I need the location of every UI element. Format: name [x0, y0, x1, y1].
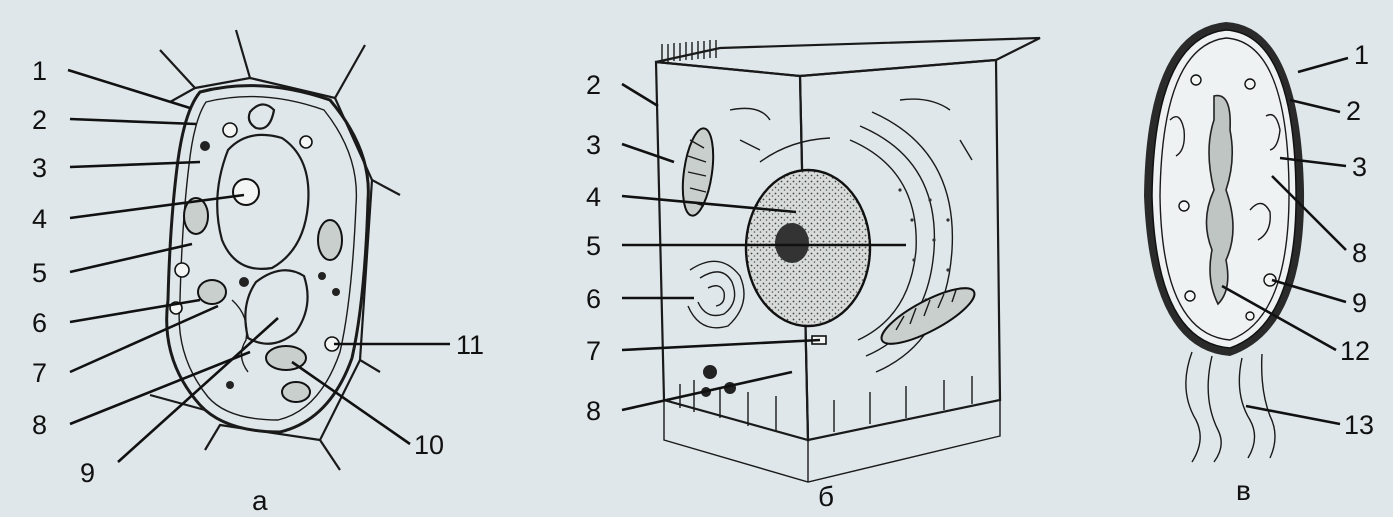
label-b-6: 6: [586, 284, 601, 314]
lead-a-7: [69, 304, 219, 374]
lead-c-3: [1279, 156, 1347, 168]
label-a-11: 11: [456, 330, 484, 360]
plant-vacuole: [244, 269, 309, 345]
caption-b: б: [818, 481, 834, 512]
plant-chloroplast-3: [197, 279, 227, 305]
caption-c: в: [1236, 475, 1251, 506]
label-a-9: 9: [80, 458, 95, 488]
label-b-2: 2: [586, 70, 601, 100]
label-c-3: 3: [1352, 152, 1367, 182]
label-b-5: 5: [586, 231, 601, 261]
plant-nucleolus: [232, 178, 260, 206]
lead-b-8: [621, 370, 793, 412]
lead-c-9: [1271, 278, 1347, 304]
label-a-3: 3: [32, 153, 47, 183]
cell-wall-neighbors: [149, 29, 401, 471]
golgi-apparatus: [687, 260, 745, 329]
lead-a-5: [69, 242, 193, 274]
animal-nucleolus: [775, 223, 809, 263]
label-a-7: 7: [32, 358, 47, 388]
lead-b-4: [621, 194, 797, 214]
lead-c-12: [1221, 284, 1337, 352]
bacterial-cell-panel: 1 2 3 8 9 12 13 в: [1144, 22, 1374, 506]
plant-cell-panel: 1 2 3 4 5 6 7 8 9 10 11 а: [32, 29, 484, 516]
lead-a-8: [69, 350, 251, 426]
lead-c-13: [1245, 404, 1341, 426]
lead-b-2: [621, 82, 659, 108]
label-b-3: 3: [586, 130, 601, 160]
plant-chloroplast-2: [317, 219, 343, 261]
lead-a-4: [69, 193, 245, 220]
lead-a-10: [291, 360, 411, 446]
animal-cell-panel: 2 3 4 5 6 7 8 б: [586, 36, 1041, 512]
label-c-9: 9: [1352, 288, 1367, 318]
bacterial-membrane: [1159, 37, 1290, 341]
lead-c-8: [1271, 175, 1347, 251]
label-c-8: 8: [1352, 238, 1367, 268]
lead-a-3: [69, 160, 201, 169]
animal-cell-top-face: [655, 36, 1041, 78]
plant-chloroplast-1: [183, 197, 209, 235]
lead-c-1: [1297, 56, 1349, 74]
caption-a: а: [252, 485, 268, 516]
microvilli: [661, 40, 717, 62]
label-c-1: 1: [1354, 40, 1369, 70]
flagella: [1185, 351, 1276, 463]
lead-c-2: [1289, 98, 1341, 114]
label-b-8: 8: [586, 396, 601, 426]
label-c-12: 12: [1340, 336, 1370, 366]
label-c-2: 2: [1346, 96, 1361, 126]
label-a-5: 5: [32, 258, 47, 288]
label-a-6: 6: [32, 308, 47, 338]
label-a-2: 2: [32, 105, 47, 135]
mitochondrion-left: [681, 127, 715, 217]
label-a-4: 4: [32, 204, 47, 234]
lead-a-1: [67, 68, 191, 110]
lead-b-3: [621, 142, 675, 164]
lead-a-6: [69, 298, 201, 324]
lead-a-2: [69, 117, 197, 126]
label-a-10: 10: [414, 430, 444, 460]
plant-cell-wall: [165, 84, 370, 434]
rough-er: [759, 111, 954, 373]
mitochondrion-right: [880, 287, 976, 345]
lead-a-9: [117, 317, 279, 463]
label-a-1: 1: [32, 56, 47, 86]
plant-nucleus: [216, 133, 310, 270]
lead-b-7: [621, 338, 821, 352]
label-b-7: 7: [586, 336, 601, 366]
label-c-13: 13: [1344, 410, 1374, 440]
label-a-8: 8: [32, 410, 47, 440]
mesosomes: [1169, 113, 1281, 241]
label-b-4: 4: [586, 182, 601, 212]
